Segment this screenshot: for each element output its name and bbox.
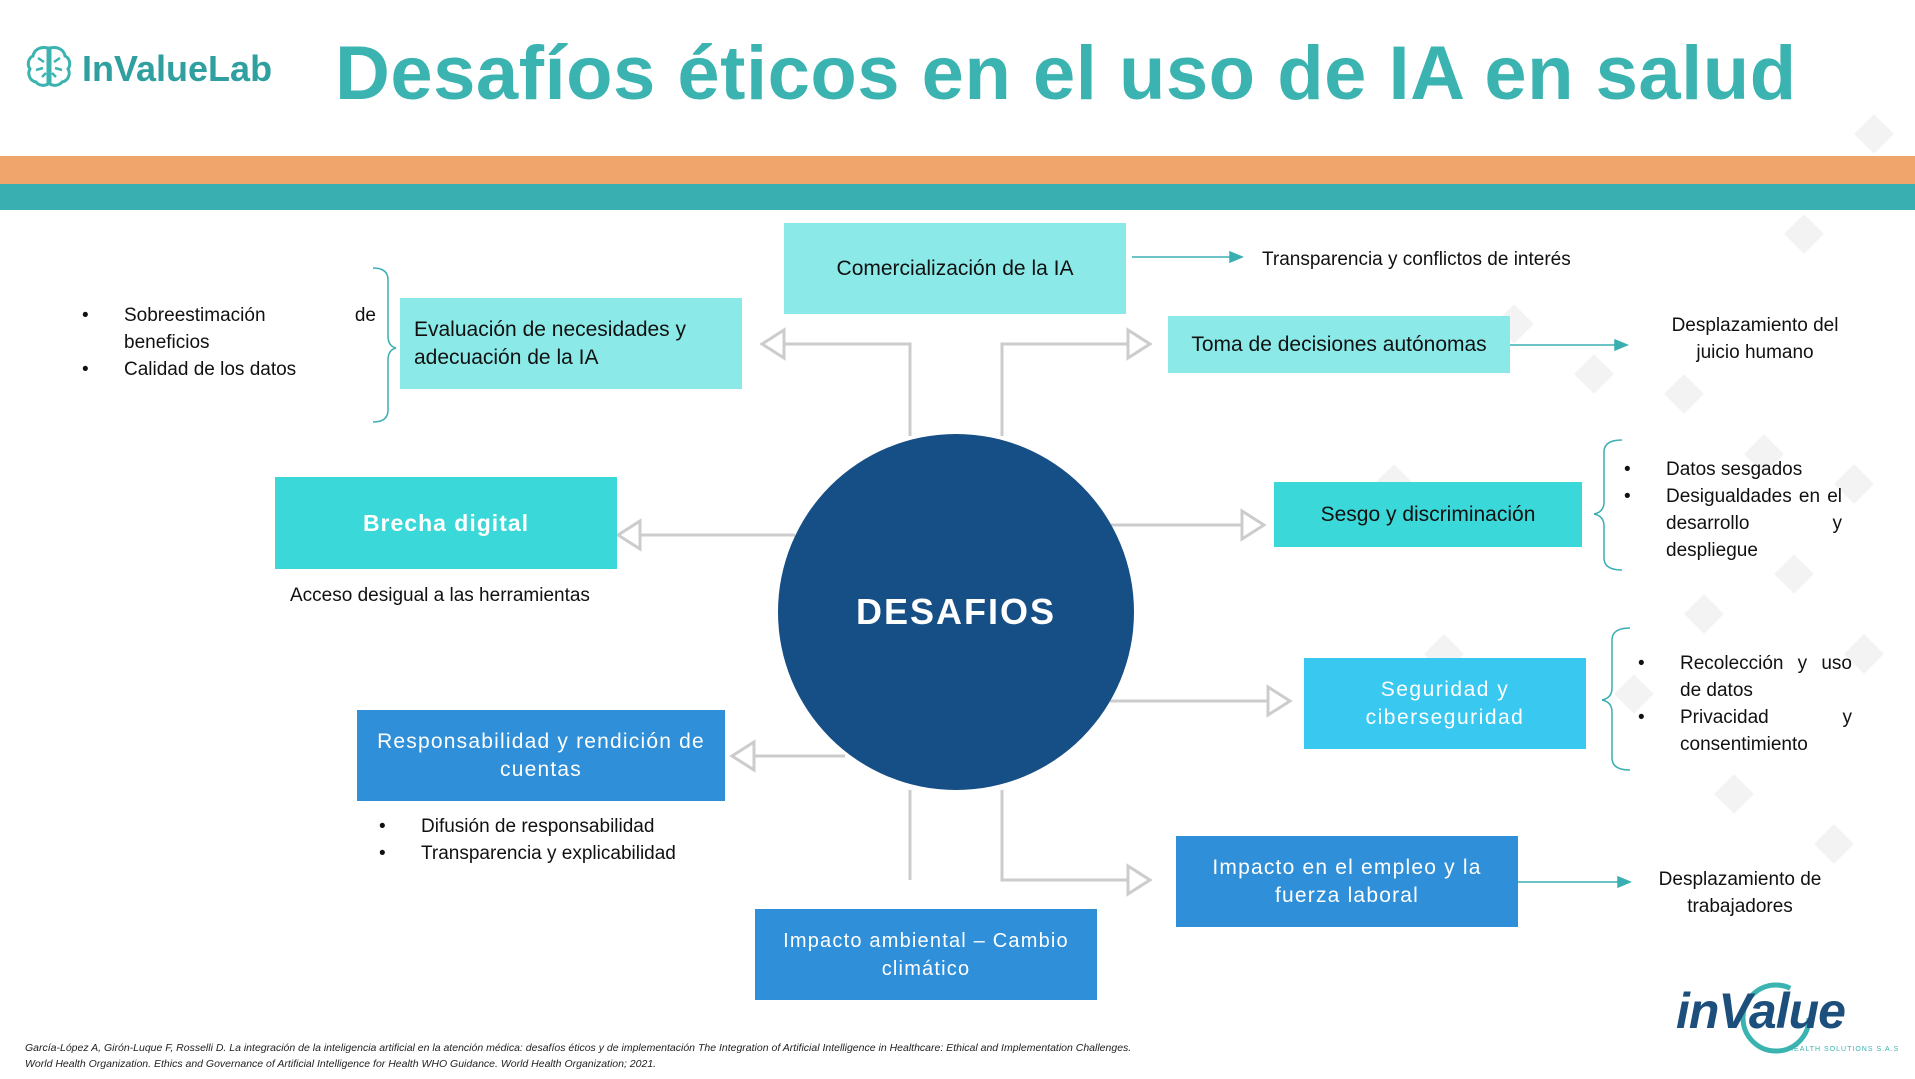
logo-main-text: inValue xyxy=(1676,983,1846,1039)
bullet-item: Transparencia y explicabilidad xyxy=(375,840,715,867)
node-sesgo: Sesgo y discriminación xyxy=(1274,482,1582,547)
reference-2: World Health Organization. Ethics and Go… xyxy=(25,1058,657,1070)
node-brecha-digital: Brecha digital xyxy=(275,477,617,569)
logo-text: InValueLab xyxy=(82,48,273,89)
bullets-sesgo: Datos sesgados Desigualdades en el desar… xyxy=(1620,456,1842,564)
note-toma-decisiones: Desplazamiento del juicio humano xyxy=(1671,315,1839,363)
node-empleo: Impacto en el empleo y la fuerza laboral xyxy=(1176,836,1518,927)
stripe-orange xyxy=(0,156,1915,184)
bullets-responsabilidad: Difusión de responsabilidad Transparenci… xyxy=(375,813,715,867)
bullet-item: Datos sesgados xyxy=(1620,456,1842,483)
bullet-item: Difusión de responsabilidad xyxy=(375,813,715,840)
bullet-item: Recolección y uso de datos xyxy=(1634,650,1852,704)
invalue-logo: inValue HEALTH SOLUTIONS S.A.S xyxy=(1676,978,1900,1058)
center-challenges-circle: DESAFIOS xyxy=(778,434,1134,790)
brain-logo-icon xyxy=(26,44,72,88)
node-evaluacion: Evaluación de necesidades y adecuación d… xyxy=(400,298,742,389)
note-empleo: Desplazamiento de trabajadores xyxy=(1658,869,1822,917)
note-comercializacion: Transparencia y conflictos de interés xyxy=(1262,249,1571,270)
bullet-item: Desigualdades en el desarrollo y desplie… xyxy=(1620,483,1842,564)
logo-sub-text: HEALTH SOLUTIONS S.A.S xyxy=(1788,1046,1900,1053)
note-brecha-digital: Acceso desigual a las herramientas xyxy=(290,585,590,606)
page-title: Desafíos éticos en el uso de IA en salud xyxy=(335,31,1797,116)
bullets-seguridad: Recolección y uso de datos Privacidad y … xyxy=(1634,650,1852,758)
node-ambiental: Impacto ambiental – Cambio climático xyxy=(755,909,1097,1000)
node-responsabilidad: Responsabilidad y rendición de cuentas xyxy=(357,710,725,801)
bullet-item: Privacidad y consentimiento xyxy=(1634,704,1852,758)
node-seguridad: Seguridad y ciberseguridad xyxy=(1304,658,1586,749)
bullet-item: Calidad de los datos xyxy=(78,356,376,383)
bullet-item: Sobreestimación de beneficios xyxy=(78,302,376,356)
logo-ring-icon xyxy=(1740,982,1812,1054)
reference-1: García-López A, Girón-Luque F, Rosselli … xyxy=(25,1042,1132,1054)
stripe-teal xyxy=(0,184,1915,210)
node-toma-decisiones: Toma de decisiones autónomas xyxy=(1168,316,1510,373)
node-comercializacion: Comercialización de la IA xyxy=(784,223,1126,314)
bullets-evaluacion: Sobreestimación de beneficios Calidad de… xyxy=(78,302,376,383)
